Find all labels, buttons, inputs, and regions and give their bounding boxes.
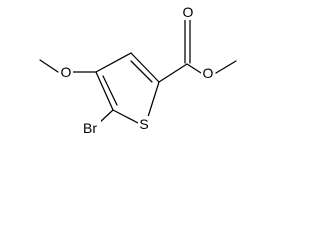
bond-s-c2 — [146, 81, 160, 121]
bond-c3-c4 — [95, 52, 132, 73]
carbonyl-oxygen-label: O — [183, 4, 194, 20]
bond-c4-c5-inner — [102, 75, 118, 106]
bond-c5-s — [112, 109, 141, 125]
structure-diagram: O O O S Br — [39, 4, 237, 136]
methoxy-oxygen-label: O — [61, 64, 72, 80]
bond-c2-carbonyl — [158, 63, 188, 83]
molecule-drawing: O O O S Br — [39, 4, 237, 136]
bond-methoxy-o-methyl — [39, 59, 59, 73]
bond-carbonyl-ester-o — [186, 63, 202, 74]
ester-oxygen-label: O — [203, 65, 214, 81]
bond-c2-c3 — [130, 52, 160, 83]
bond-c4-c5 — [95, 71, 114, 111]
bond-ester-o-methyl — [215, 60, 237, 74]
bromine-label: Br — [83, 120, 97, 136]
bond-c2-c3-inner — [130, 60, 153, 83]
sulfur-label: S — [139, 116, 148, 132]
